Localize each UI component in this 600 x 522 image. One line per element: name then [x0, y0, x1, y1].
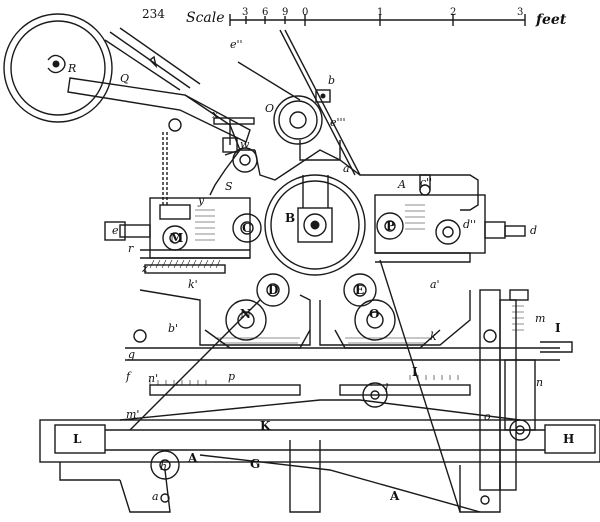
- scale-unit: feet: [535, 12, 567, 28]
- paper-roll: [3, 13, 113, 123]
- label-y: y: [197, 194, 205, 207]
- label-x: x: [212, 108, 219, 121]
- scale-tick: 2: [450, 7, 456, 18]
- label-E: E: [355, 283, 364, 297]
- label-n: n: [536, 376, 543, 389]
- frame-upper: [209, 140, 479, 211]
- label-k1: k': [188, 278, 198, 291]
- scale-tick: 9: [282, 7, 288, 18]
- scale-tick: 0: [302, 7, 308, 18]
- label-z: z: [141, 262, 148, 275]
- scale-tick: 3: [242, 7, 248, 18]
- label-a: a: [343, 162, 350, 175]
- label-N: N: [240, 307, 251, 321]
- label-o: o: [484, 410, 491, 423]
- label-P: P: [386, 219, 395, 233]
- label-B: B: [285, 211, 295, 225]
- label-A3: A: [389, 489, 400, 503]
- label-a1: a': [430, 278, 440, 291]
- side-frame: [125, 289, 573, 361]
- label-d2: d'': [463, 218, 476, 231]
- label-b1: b': [168, 322, 178, 335]
- label-A2: A: [187, 451, 198, 465]
- right-ink-unit: [374, 174, 526, 263]
- base: [39, 399, 600, 513]
- scale-tick: 1: [377, 7, 383, 18]
- label-l: l: [385, 382, 389, 395]
- label-w: w: [240, 138, 250, 151]
- right-column: [479, 289, 536, 491]
- label-A1: A: [397, 178, 406, 191]
- chain: [162, 132, 168, 205]
- label-G: G: [250, 457, 260, 471]
- weight: [213, 117, 255, 153]
- left-ink-unit: [104, 197, 262, 274]
- label-S: S: [225, 180, 233, 193]
- scale-label: Scale: [186, 10, 225, 26]
- label-d: d: [530, 224, 537, 237]
- letter-labels: R Q x w e'' O b e''' A c'' S a B C M P e…: [67, 38, 574, 503]
- label-C: C: [242, 221, 252, 235]
- scale-tick: 3: [517, 7, 523, 18]
- label-e3: e''': [330, 116, 346, 129]
- label-H: H: [563, 432, 574, 446]
- rack-gear: [149, 375, 471, 408]
- label-g: g: [128, 348, 135, 361]
- label-p: p: [228, 370, 235, 383]
- scale-tick: 6: [262, 7, 268, 18]
- label-R: R: [67, 62, 76, 75]
- feed-board: [67, 27, 258, 173]
- label-n1: n': [148, 372, 158, 385]
- label-f: f: [125, 370, 132, 383]
- label-K: K: [260, 419, 271, 433]
- tapes: [129, 29, 461, 513]
- label-D: D: [268, 283, 278, 297]
- label-e: e: [112, 224, 119, 237]
- label-m: m: [535, 312, 545, 325]
- label-O: O: [265, 102, 274, 115]
- label-c2: c'': [420, 176, 432, 189]
- page-number: 234: [142, 7, 165, 21]
- label-h: h: [160, 460, 167, 473]
- label-I1: I: [555, 321, 561, 335]
- label-M: M: [170, 231, 183, 245]
- impression-cylinder: [264, 174, 366, 276]
- label-Q: Q: [120, 72, 129, 85]
- label-a2: a: [152, 490, 159, 503]
- distribution-roller: [273, 89, 331, 145]
- label-m1: m': [126, 408, 139, 421]
- scale-bar: Scale 3 6 9 0 1 2 3 feet: [186, 7, 567, 28]
- label-b: b: [328, 74, 335, 87]
- label-O2: O: [369, 307, 379, 321]
- label-e2: e'': [230, 38, 243, 51]
- label-I2: I: [412, 365, 418, 379]
- form-rollers: [225, 273, 396, 341]
- label-r: r: [128, 242, 134, 255]
- label-k: k: [430, 330, 437, 343]
- label-L: L: [73, 432, 82, 446]
